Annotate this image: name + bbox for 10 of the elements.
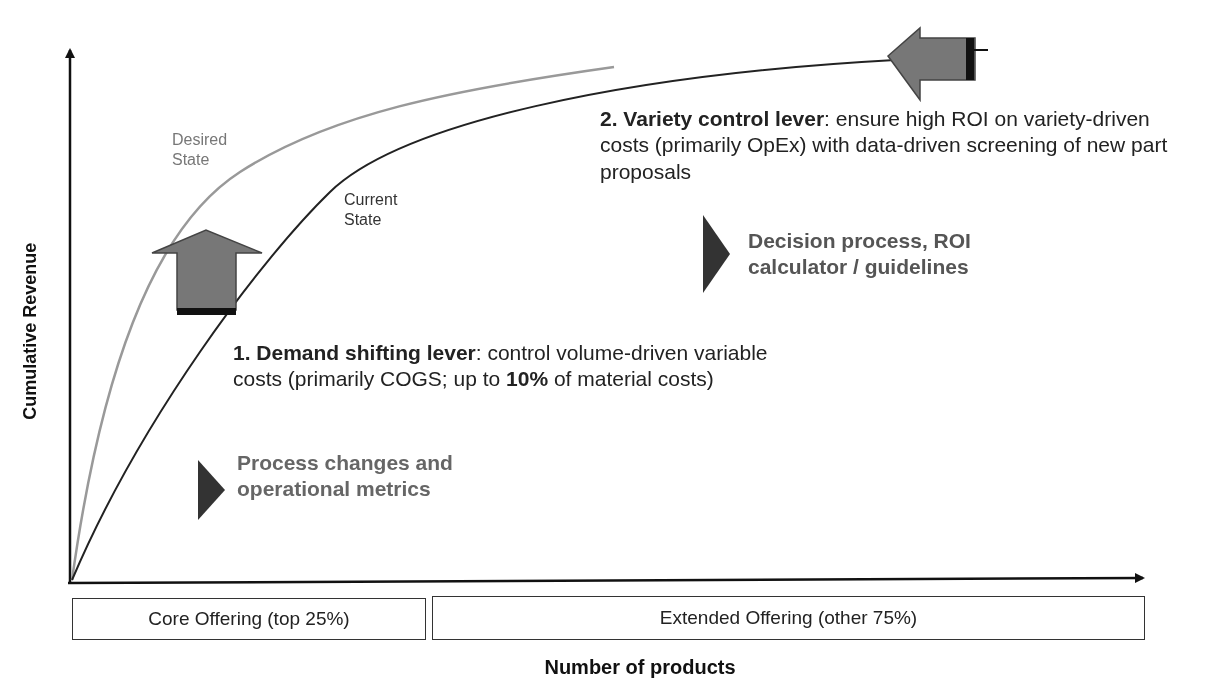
axis-title: Cumulative Revenue bbox=[18, 241, 41, 422]
curve-label: Current State bbox=[344, 190, 399, 230]
lever-description: 2. Variety control lever: ensure high ROI on variety-driven costs (primarily OpEx) with data-driven screening of new part proposals bbox=[600, 106, 1169, 185]
axis-title: Number of products bbox=[543, 655, 737, 680]
action-text: Process changes and operational metrics bbox=[237, 450, 454, 503]
category-box: Core Offering (top 25%) bbox=[72, 598, 426, 640]
category-box: Extended Offering (other 75%) bbox=[432, 596, 1145, 640]
lever-description: 1. Demand shifting lever: control volume-driven variable costs (primarily COGS; up to 10% of material costs) bbox=[233, 340, 769, 393]
action-text: Decision process, ROI calculator / guidelines bbox=[748, 228, 972, 281]
curve-label: Desired State bbox=[172, 130, 229, 170]
